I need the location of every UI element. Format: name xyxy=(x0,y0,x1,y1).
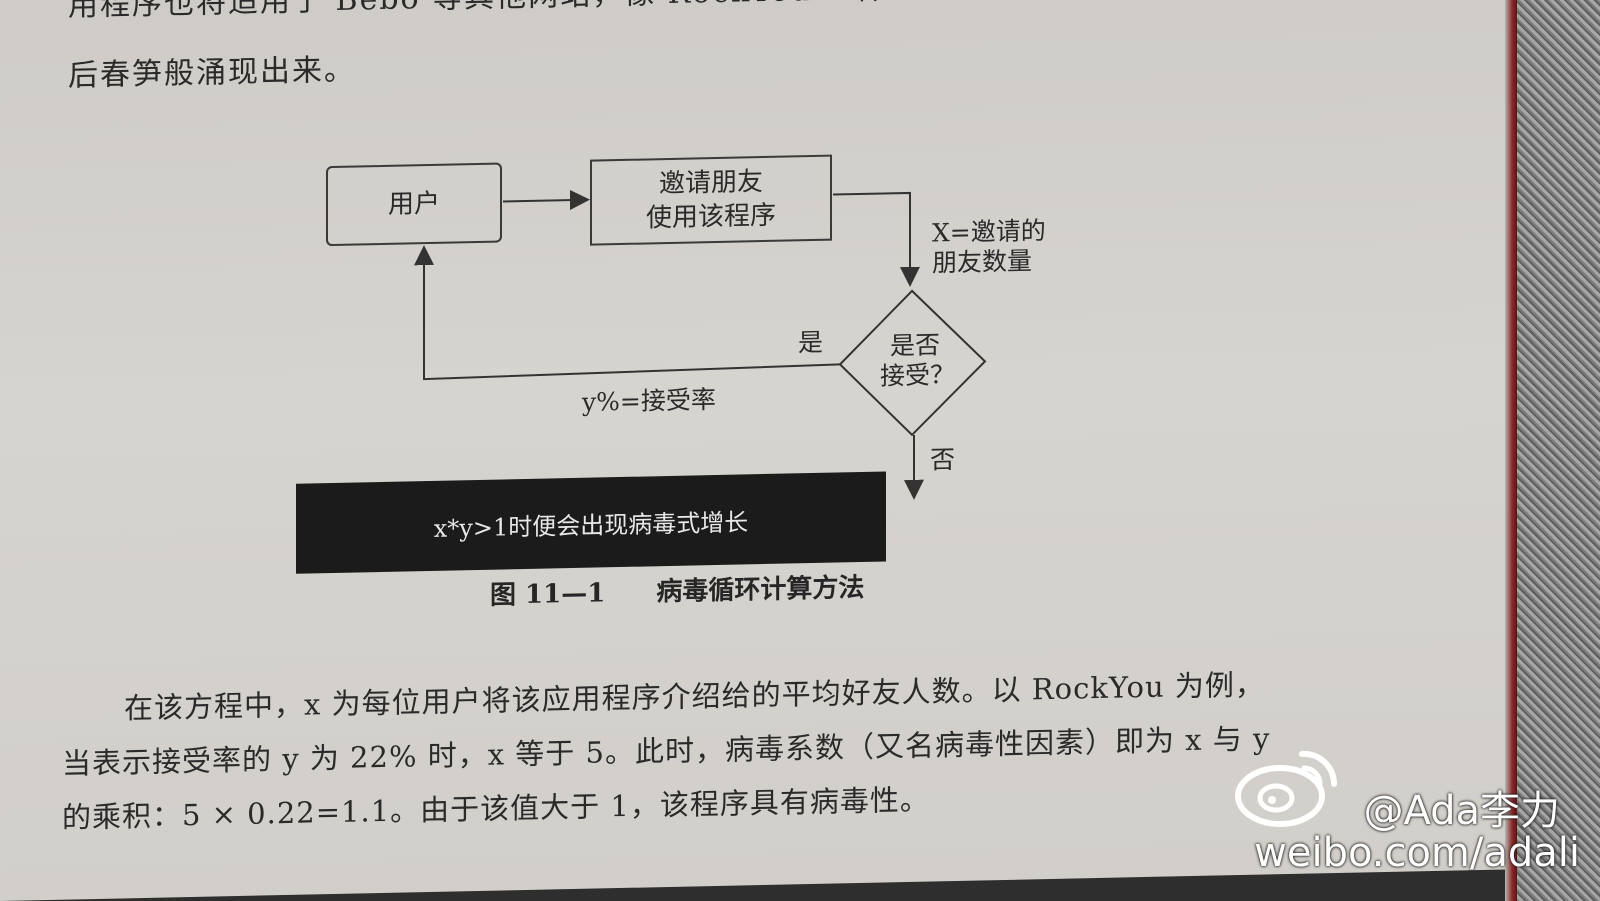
x-label-line-1: X=邀请的 xyxy=(932,216,1046,248)
decision-label: 是否 接受？ xyxy=(880,330,956,391)
arrow-invite-to-decision xyxy=(833,191,920,287)
body-line-2: 当表示接受率的 y 为 22% 时，x 等于 5。此时，病毒系数（又名病毒性因素… xyxy=(62,721,1271,781)
banner-text: x*y>1时便会出现病毒式增长 xyxy=(433,507,749,543)
page-edge xyxy=(1505,0,1517,901)
x-label: X=邀请的 朋友数量 xyxy=(932,216,1046,278)
yes-label: 是 xyxy=(798,327,824,358)
figure-caption: 图 11—1 病毒循环计算方法 xyxy=(490,567,864,612)
flowchart-connectors xyxy=(414,190,987,500)
arrow-yes-loop xyxy=(414,245,841,381)
arrow-user-to-invite xyxy=(503,190,590,211)
watermark-url: weibo.com/adali xyxy=(1254,830,1580,876)
decision-line-2: 接受？ xyxy=(880,359,956,391)
x-label-line-2: 朋友数量 xyxy=(932,246,1033,278)
book-page: 用程序也将适用于 Bebo 等其他网站，像 RockYou 一样的公司也受此影响… xyxy=(0,0,1512,901)
decision-line-1: 是否 xyxy=(889,330,940,361)
figure-number: 图 11—1 xyxy=(490,578,606,611)
body-line-3: 的乘积：5 × 0.22=1.1。由于该值大于 1，该程序具有病毒性。 xyxy=(62,782,930,835)
figure-title: 病毒循环计算方法 xyxy=(656,572,865,608)
viral-growth-banner: x*y>1时便会出现病毒式增长 xyxy=(296,471,886,574)
no-label: 否 xyxy=(930,444,956,475)
acceptance-rate-label: y%=接受率 xyxy=(582,385,716,417)
background-surface xyxy=(1517,0,1600,901)
decision-diamond xyxy=(838,289,987,437)
weibo-icon xyxy=(1235,750,1338,827)
body-line-1: 在该方程中，x 为每位用户将该应用程序介绍给的平均好友人数。以 RockYou … xyxy=(124,667,1265,726)
watermark-handle: @Ada李力 xyxy=(1363,788,1560,834)
